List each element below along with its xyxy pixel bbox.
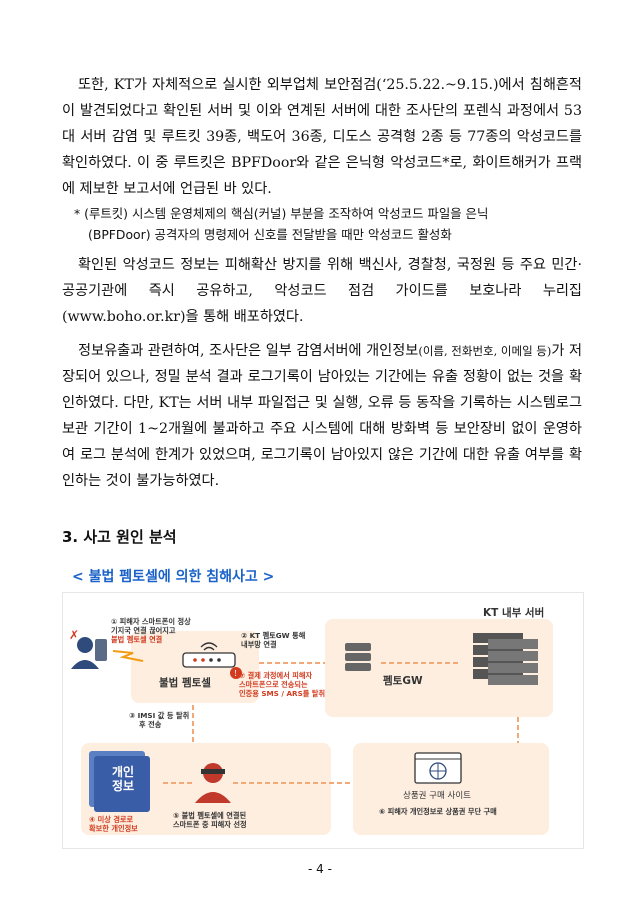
connector-lines: [163, 662, 519, 784]
svg-text:!: !: [234, 669, 237, 678]
step2-label: ② KT 펨토GW 통해 내부망 연결: [241, 631, 306, 649]
p3-part-b: 가 저장되어 있으나, 정밀 분석 결과 로그기록이 남아있는 기간에는 유출 …: [62, 343, 583, 489]
step6-label: ⑥ 피해자 개인정보로 상품권 무단 구매: [379, 807, 497, 816]
p3-parenthetical: (이름, 전화번호, 이메일 등): [418, 344, 552, 358]
femto-gw-icon: [345, 643, 371, 671]
illegal-femto-label: 불법 펨토셀: [159, 677, 211, 689]
signal-bolt-icon: [112, 650, 144, 662]
personal-info-folder-icon: [89, 751, 150, 812]
hacker-icon: [195, 763, 231, 803]
figure-title: < 불법 펨토셀에 의한 침해사고 >: [72, 569, 275, 585]
step3-label: ③ IMSI 값 등 탈취 후 전송: [129, 711, 190, 729]
paragraph-malware-findings: 또한, KT가 자체적으로 실시한 외부업체 보안점검(‘25.5.22.~9.…: [62, 77, 582, 197]
step1-label: ① 피해자 스마트폰이 정상 기지국 연결 끊어지고 불법 펨토셀 연결: [111, 617, 191, 644]
femtocell-router-icon: !: [182, 642, 242, 679]
step4-label: ④ 미상 경로로 확보한 개인정보: [89, 815, 138, 833]
voucher-site-label: 상품권 구매 사이트: [403, 791, 471, 801]
kt-server-label: KT 내부 서버: [483, 607, 545, 619]
p3-part-a: 정보유출과 관련하여, 조사단은 일부 감염서버에 개인정보: [78, 343, 419, 359]
step5-label: ⑤ 불법 펨토셀에 연결된 스마트폰 중 피해자 선정: [173, 811, 247, 829]
kt-server-stack-icon: [473, 633, 538, 685]
paragraph-leak-analysis: 정보유출과 관련하여, 조사단은 일부 감염서버에 개인정보(이름, 전화번호,…: [62, 338, 582, 494]
personal-info-text: 개인 정보: [111, 765, 135, 793]
footnote-rootkit: * (루트킷) 시스템 운영체제의 핵심(커널) 부분을 조작하여 악성코드 파…: [74, 203, 574, 245]
section-title: 3. 사고 원인 분석: [62, 528, 177, 546]
intrusion-diagram: ✗ !: [62, 592, 584, 849]
page-number: - 4 -: [308, 862, 332, 876]
svg-text:✗: ✗: [69, 628, 79, 642]
diagram-graphics: ✗ !: [69, 628, 538, 812]
victim-user-icon: ✗: [69, 628, 107, 669]
step7-label: ⑦ 결제 과정에서 피해자 스마트폰으로 전송되는 인증용 SMS / ARS를…: [239, 671, 326, 698]
femto-gw-label: 펨토GW: [383, 675, 423, 687]
footnote-line-2: (BPFDoor) 공격자의 명령제어 신호를 전달받을 때만 악성코드 활성화: [88, 227, 452, 242]
paragraph-sharing: 확인된 악성코드 정보는 피해확산 방지를 위해 백신사, 경찰청, 국정원 등…: [62, 257, 582, 325]
voucher-site-icon: [414, 752, 462, 784]
footnote-line-1: * (루트킷) 시스템 운영체제의 핵심(커널) 부분을 조작하여 악성코드 파…: [74, 206, 489, 221]
